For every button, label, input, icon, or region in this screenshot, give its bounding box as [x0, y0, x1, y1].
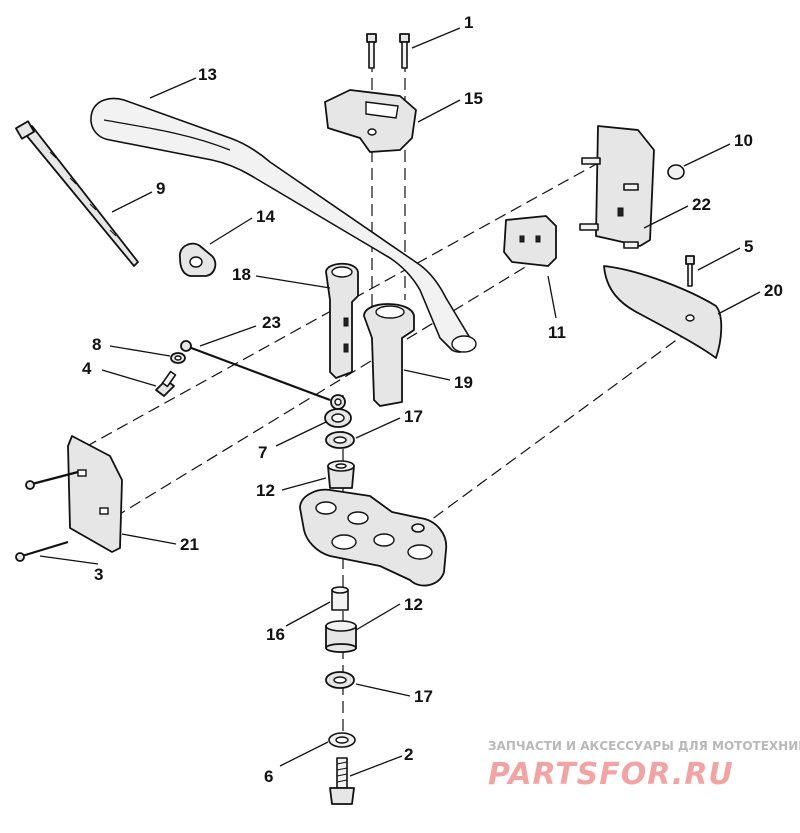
watermark-logo: PARTSFOR.RU: [488, 757, 734, 792]
callout-13: 13: [198, 65, 217, 84]
callout-14: 14: [256, 207, 275, 226]
callout-23: 23: [262, 313, 281, 332]
callout-9: 9: [156, 179, 165, 198]
leader-lines: [39, 27, 761, 777]
cable-tie-9: [15, 120, 139, 267]
callout-2: 2: [404, 745, 413, 764]
callout-7: 7: [258, 443, 267, 462]
callout-17-upper: 17: [404, 407, 423, 426]
bushing-12-upper: [327, 460, 355, 489]
washer-17-upper: [325, 431, 355, 449]
cap-10: [667, 164, 685, 180]
bolt-4: [155, 370, 177, 397]
washer-6: [328, 732, 356, 748]
callout-numbers: 1 15 13 9 14 18 10 22 5 20 11 23 8 4 19 …: [82, 13, 783, 786]
bolt-2: [329, 757, 355, 805]
callout-3: 3: [94, 565, 103, 584]
callout-21: 21: [180, 535, 199, 554]
callout-15: 15: [464, 89, 483, 108]
riser-19: [363, 303, 415, 407]
callout-16: 16: [266, 625, 285, 644]
washer-17-lower: [325, 671, 355, 689]
rod-23: [180, 340, 346, 410]
watermark: ЗАПЧАСТИ И АКСЕССУАРЫ ДЛЯ МОТОТЕХНИКИ PA…: [488, 739, 800, 792]
screws-1: [366, 33, 410, 69]
mount-bracket: [299, 488, 448, 587]
callout-18: 18: [232, 265, 251, 284]
bushing-12-lower: [325, 620, 357, 653]
riser-18: [325, 262, 359, 379]
callout-20: 20: [764, 281, 783, 300]
bushing-16: [331, 586, 349, 611]
callout-4: 4: [82, 359, 92, 378]
bracket-11: [503, 215, 557, 267]
assembly-lines: [79, 60, 691, 740]
callout-5: 5: [744, 237, 753, 256]
callout-12-upper: 12: [256, 481, 275, 500]
callout-11: 11: [548, 323, 566, 342]
washer-8: [170, 352, 186, 364]
clamp-14: [179, 242, 217, 277]
callout-19: 19: [454, 373, 473, 392]
bracket-21: [67, 435, 123, 553]
callout-8: 8: [92, 335, 101, 354]
callout-22: 22: [692, 195, 711, 214]
screws-3: [15, 470, 79, 562]
handlebar-tube-13: [90, 97, 477, 353]
clamp-cap-15: [324, 89, 417, 153]
callout-12-lower: 12: [404, 595, 423, 614]
callout-10: 10: [734, 131, 753, 150]
watermark-tagline: ЗАПЧАСТИ И АКСЕССУАРЫ ДЛЯ МОТОТЕХНИКИ: [488, 739, 800, 753]
callout-17-lower: 17: [414, 687, 433, 706]
callout-1: 1: [464, 13, 473, 32]
bolt-5: [685, 255, 695, 287]
bracket-22: [579, 125, 655, 249]
guard-20: [603, 265, 723, 359]
callout-6: 6: [264, 767, 273, 786]
washer-7: [324, 408, 352, 428]
